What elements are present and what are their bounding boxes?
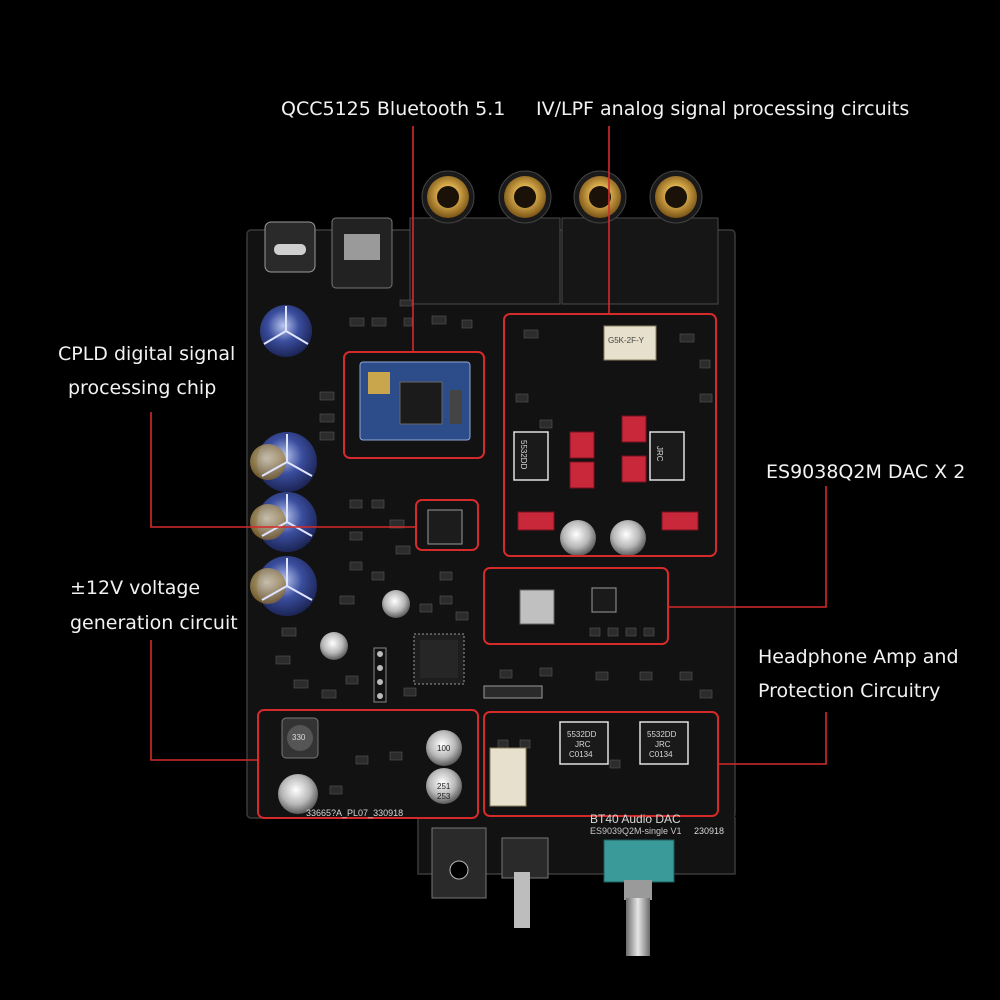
opamp-hp-right (639, 721, 689, 765)
opamp-code-3: C0134 (649, 750, 673, 759)
capacitor-small-4 (426, 768, 462, 804)
leader-dac (668, 486, 827, 608)
board-model: ES9039Q2M-single V1 (590, 826, 682, 836)
inductor-label: 330 (292, 733, 306, 742)
leader-headphone (718, 712, 827, 765)
box-cpld (415, 499, 479, 551)
label-headphone-line2: Protection Circuitry (758, 680, 941, 702)
relay-top (603, 325, 657, 361)
relay-bottom (489, 747, 527, 807)
box-voltage (257, 709, 479, 819)
capacitor-small-3 (426, 730, 462, 766)
label-cpld-line1: CPLD digital signal (58, 343, 236, 365)
capacitor-small-2 (320, 632, 348, 660)
capacitor-small-1 (382, 590, 410, 618)
label-voltage-line1: ±12V voltage (70, 577, 201, 599)
opamp-marking-3: 5532DD (647, 730, 677, 739)
rca-jack-2 (498, 170, 552, 224)
relay-marking: G5K-2F-Y (608, 336, 645, 345)
rca-jack-3 (573, 170, 627, 224)
opamp-dac-left (513, 431, 549, 481)
label-dac: ES9038Q2M DAC X 2 (766, 461, 966, 483)
inductor (281, 717, 319, 759)
capacitor-blue-4 (250, 556, 317, 616)
rca-jacks (409, 170, 719, 305)
toggle-switch (501, 837, 549, 928)
leader-cpld (150, 412, 416, 528)
opamp-marking-2: 5532DD (567, 730, 597, 739)
leader-lines (150, 126, 827, 765)
opamp-brand-3: JRC (655, 740, 671, 749)
label-cpld-line2: processing chip (68, 377, 217, 399)
label-headphone-line1: Headphone Amp and (758, 646, 959, 668)
capacitor-blue-3 (250, 492, 317, 552)
box-dac (483, 567, 669, 645)
volume-potentiometer (603, 839, 675, 956)
crystal-oscillator (519, 589, 555, 625)
label-voltage-line2: generation circuit (70, 612, 238, 634)
cap-label-253: 253 (437, 792, 451, 801)
cap-label-251: 251 (437, 782, 451, 791)
capacitor-analog-2 (610, 520, 646, 556)
board-date: 230918 (694, 826, 725, 836)
box-bluetooth (343, 351, 485, 459)
smd-components (275, 299, 713, 795)
leader-voltage (150, 640, 258, 761)
capacitor-small-5 (278, 774, 318, 814)
mcu-chip (413, 633, 465, 685)
box-analog (503, 313, 717, 557)
opamp-brand-1: JRC (655, 446, 664, 462)
pin-header (373, 647, 387, 703)
board-name: BT40 Audio DAC (590, 812, 681, 826)
cpld-chip (427, 509, 463, 545)
optical-port (331, 217, 393, 289)
bluetooth-module (359, 361, 471, 441)
dac-chip (591, 587, 617, 613)
opamp-hp-left (559, 721, 609, 765)
opamp-marking-1: 5532DD (519, 440, 528, 470)
opamp-code-2: C0134 (569, 750, 593, 759)
capacitor-blue-2 (250, 432, 317, 492)
film-capacitors (517, 415, 699, 531)
label-analog: IV/LPF analog signal processing circuits (536, 98, 910, 120)
usb-c-port (264, 221, 316, 273)
headphone-jack (431, 827, 487, 899)
rca-jack-4 (649, 170, 703, 224)
opamp-brand-2: JRC (575, 740, 591, 749)
opamp-dac-right (649, 431, 685, 481)
board-part-code: 33665?A_PL07_330918 (306, 808, 404, 818)
capacitor-analog-1 (560, 520, 596, 556)
ribbon-connector (483, 685, 543, 699)
label-bluetooth: QCC5125 Bluetooth 5.1 (281, 98, 506, 120)
capacitor-blue-1 (260, 305, 312, 357)
rca-jack-1 (421, 170, 475, 224)
cap-label-100: 100 (437, 744, 451, 753)
